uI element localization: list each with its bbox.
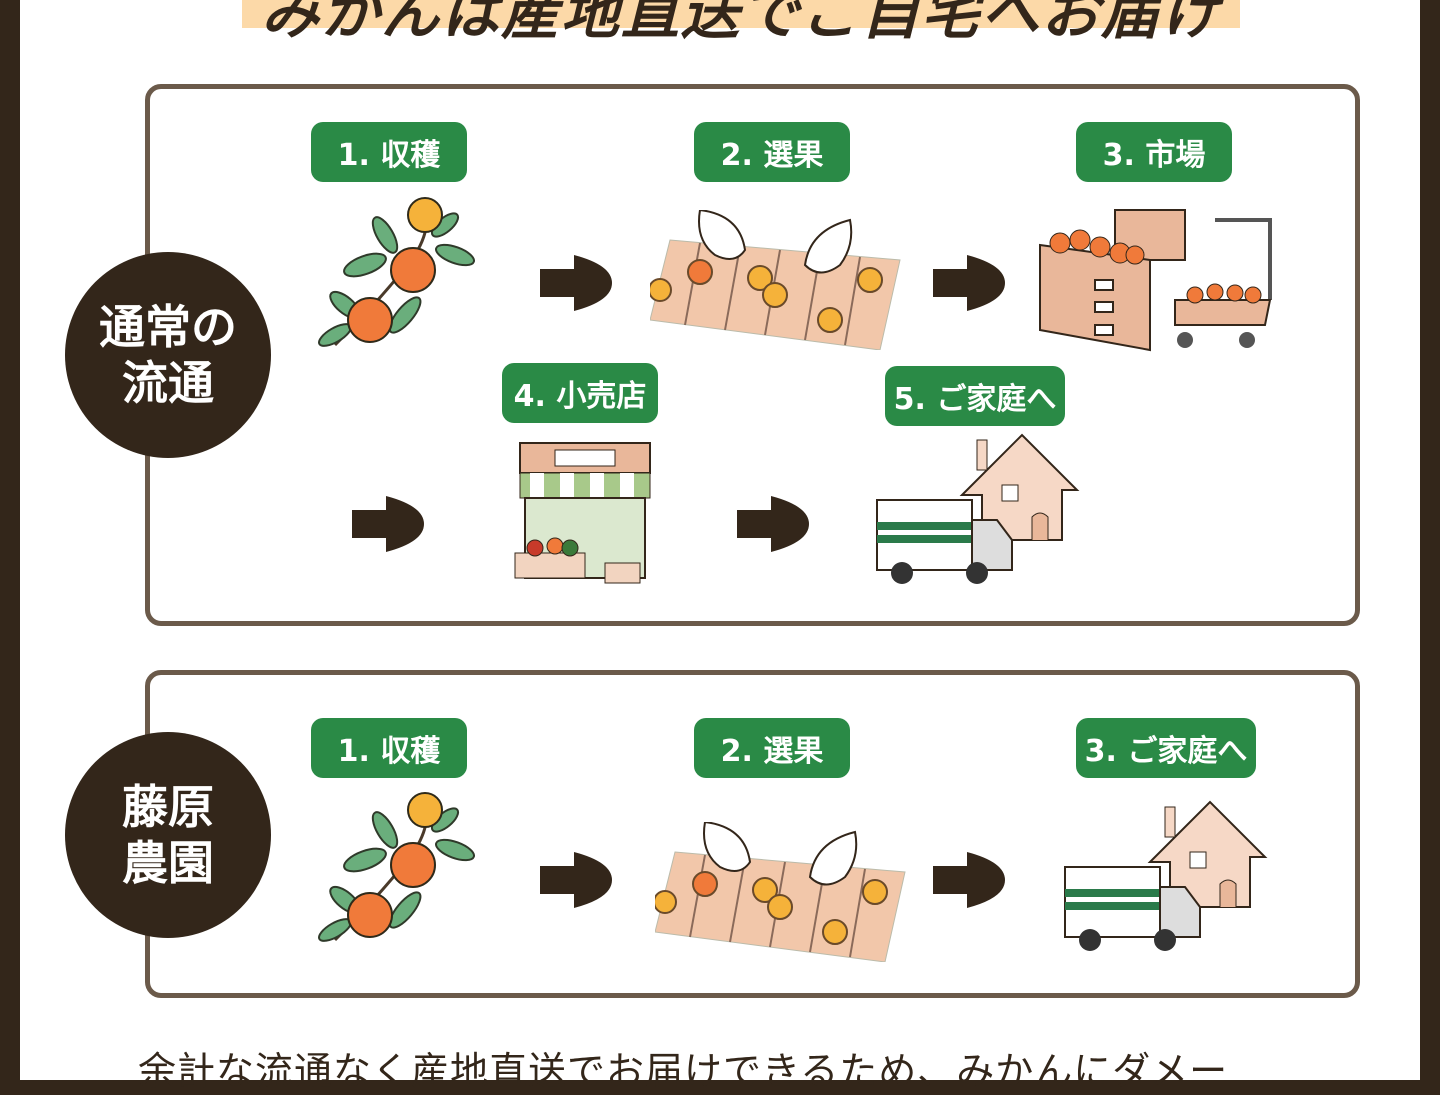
arrow-right-icon — [540, 255, 612, 311]
step-badge-sorting: 2. 選果 — [694, 718, 850, 778]
arrow-right-icon — [352, 496, 424, 552]
truck-house-illustration — [1060, 792, 1270, 952]
page-title: みかんは産地直送でご自宅へお届け — [260, 0, 1221, 47]
farm-flow-label: 藤原 農園 — [65, 732, 271, 938]
step-badge-sorting: 2. 選果 — [694, 122, 850, 182]
arrow-right-icon — [737, 496, 809, 552]
label-line: 農園 — [122, 836, 214, 890]
orange-branch-illustration — [315, 195, 475, 355]
sorting-illustration — [650, 210, 910, 350]
normal-flow-label: 通常の 流通 — [65, 252, 271, 458]
label-line: 流通 — [122, 356, 214, 410]
orange-branch-illustration — [315, 790, 475, 950]
truck-house-illustration — [872, 425, 1082, 585]
step-badge-harvest: 1. 収穫 — [311, 718, 467, 778]
title-highlight — [242, 0, 1240, 28]
arrow-right-icon — [540, 852, 612, 908]
market-illustration — [1035, 205, 1275, 355]
step-badge-home: 3. ご家庭へ — [1076, 718, 1256, 778]
sorting-illustration — [655, 822, 915, 962]
label-line: 藤原 — [122, 780, 214, 834]
step-badge-harvest: 1. 収穫 — [311, 122, 467, 182]
label-line: 通常の — [99, 300, 237, 354]
step-badge-market: 3. 市場 — [1076, 122, 1232, 182]
arrow-right-icon — [933, 255, 1005, 311]
retail-shop-illustration — [510, 438, 660, 588]
step-badge-retail: 4. 小売店 — [502, 363, 658, 423]
infographic-page: みかんは産地直送でご自宅へお届け 通常の 流通 藤原 農園 1. 収穫 2. 選… — [20, 0, 1420, 1093]
step-badge-home: 5. ご家庭へ — [885, 366, 1065, 426]
arrow-right-icon — [933, 852, 1005, 908]
description-text: 余計な流通なく産地直送でお届けできるため、みかんにダメー — [138, 1049, 1229, 1093]
